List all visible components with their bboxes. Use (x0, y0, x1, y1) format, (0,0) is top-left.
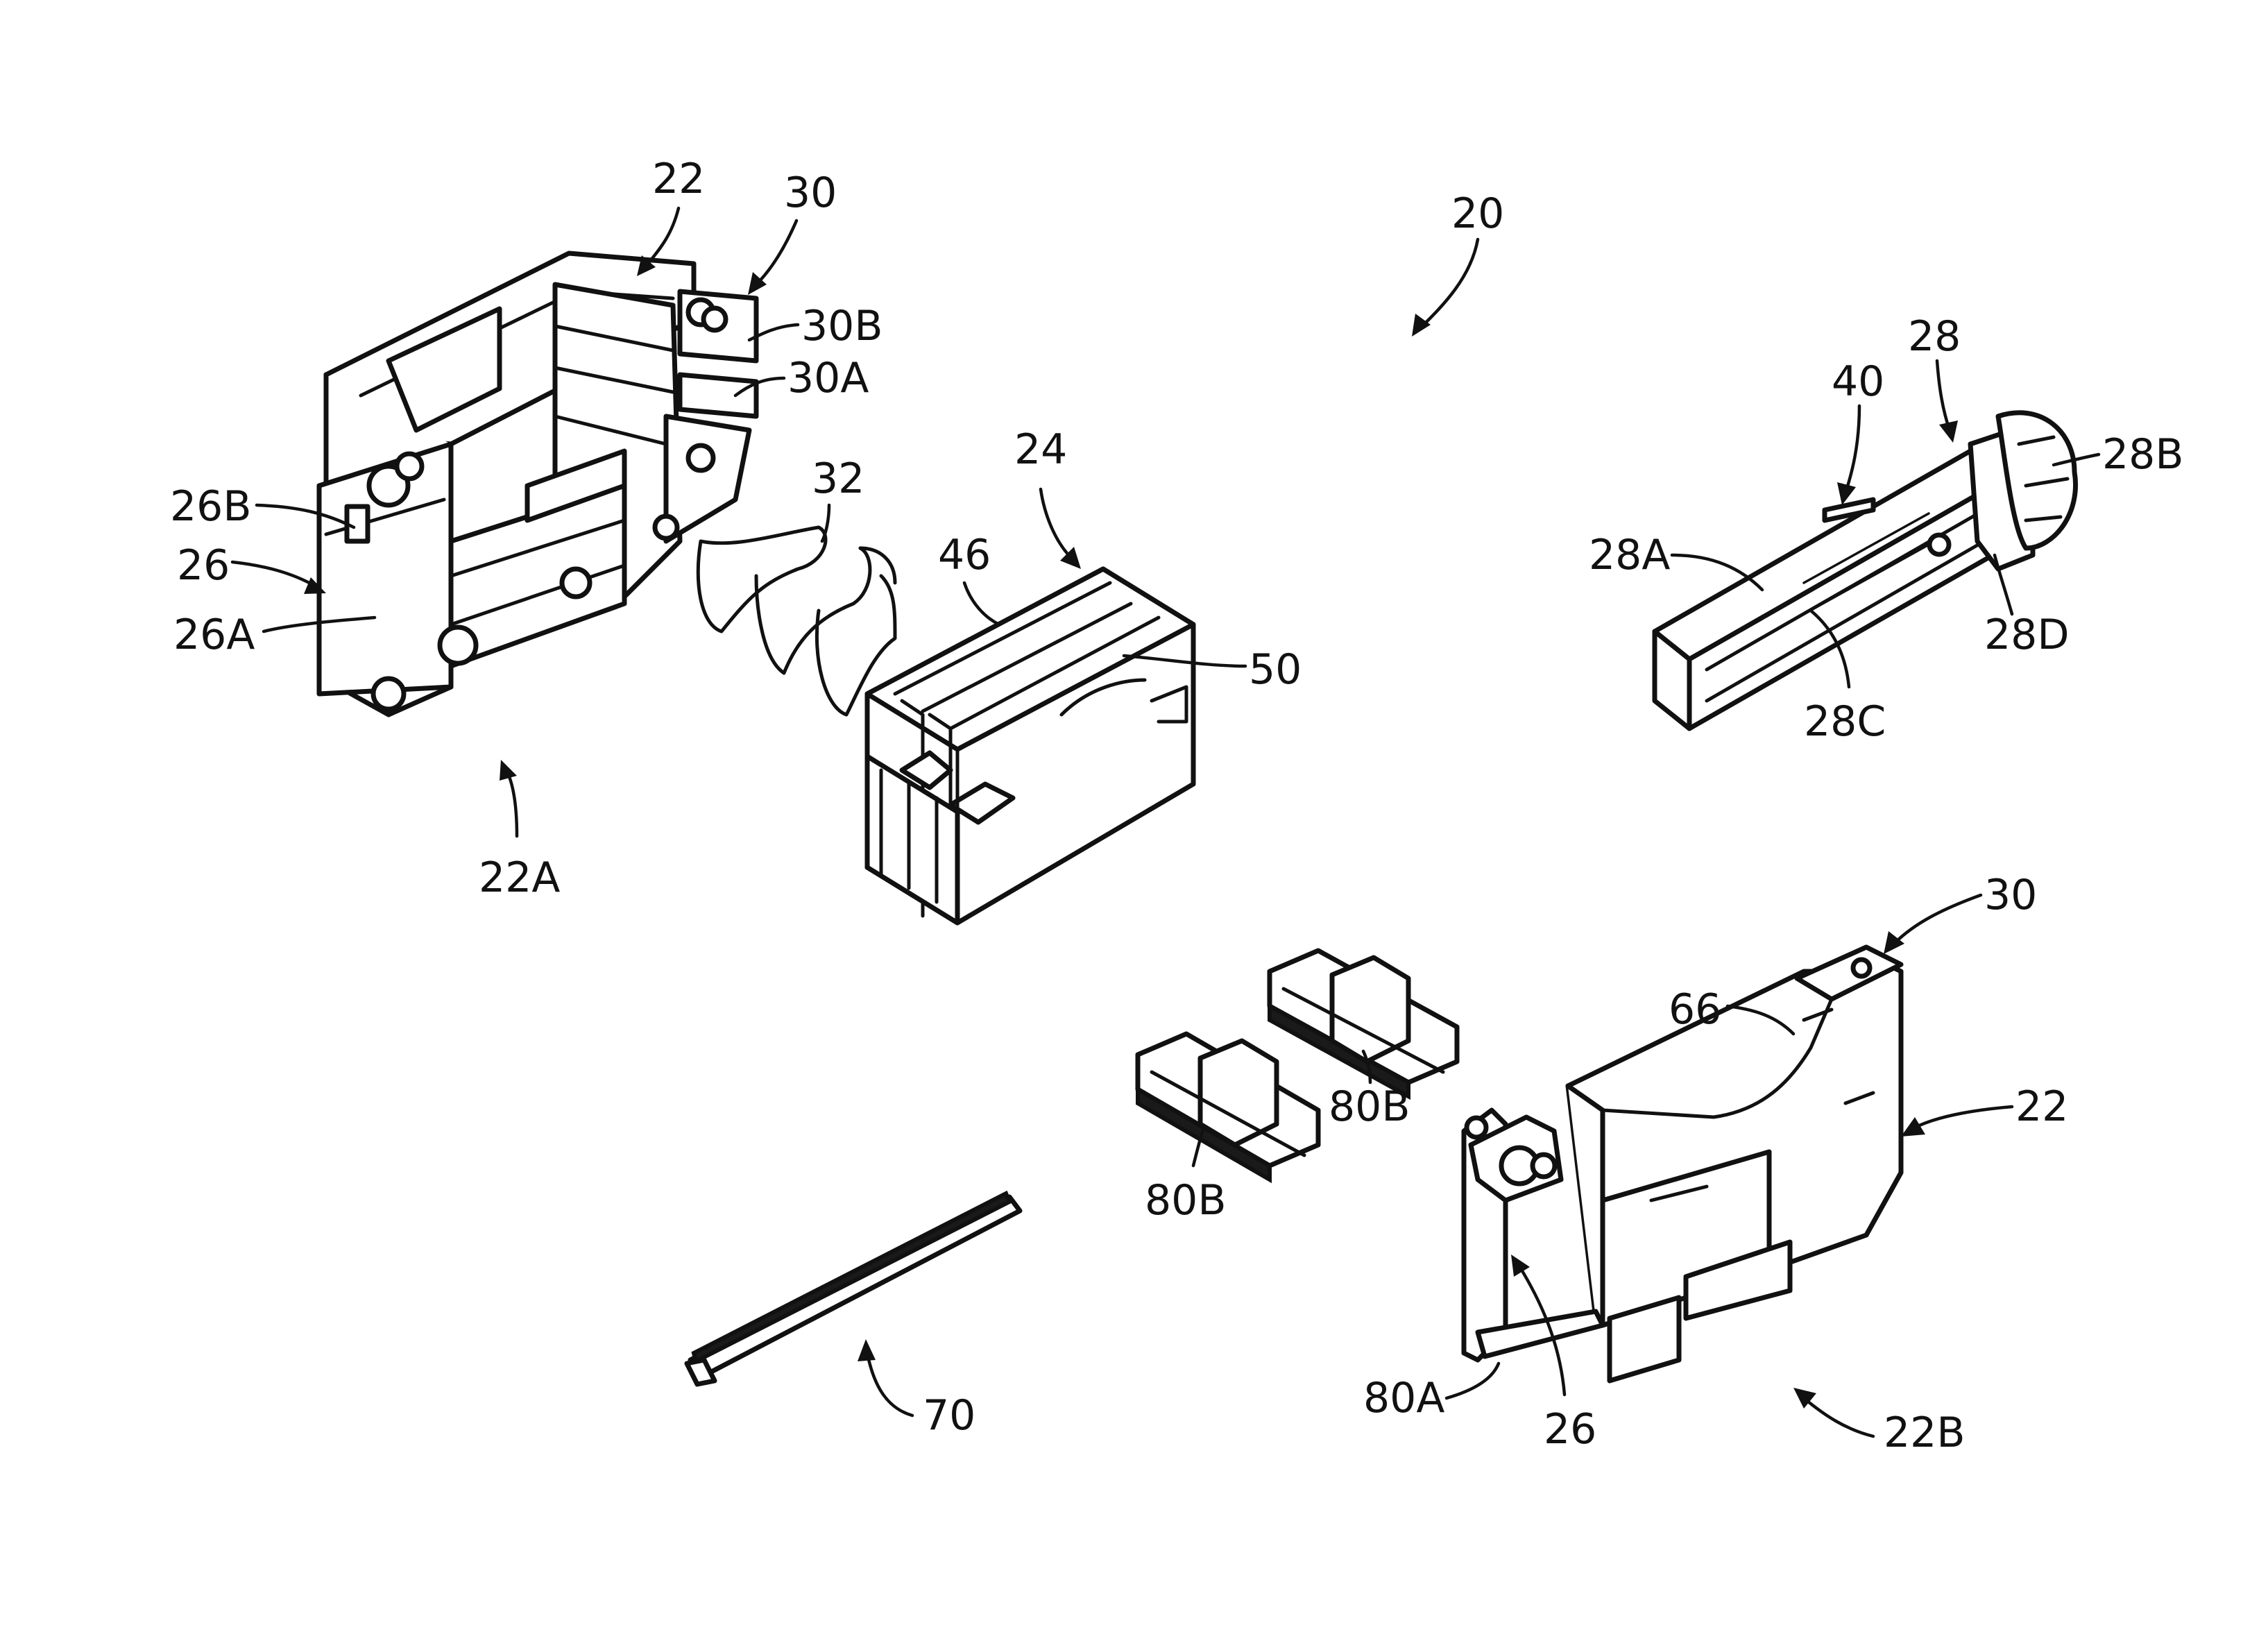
label-22a: 22A (479, 853, 560, 902)
label-80b-lower: 80B (1145, 1176, 1227, 1225)
housing-22a (319, 253, 756, 715)
label-22b: 22B (1884, 1409, 1966, 1457)
label-30a: 30A (787, 354, 869, 402)
label-32: 32 (812, 454, 864, 503)
slider-80b-upper (1270, 951, 1457, 1096)
label-22-right: 22 (2015, 1082, 2068, 1131)
label-20: 20 (1451, 189, 1504, 238)
shaft-28 (1655, 413, 2076, 729)
rail-70 (687, 1193, 1020, 1384)
label-28d: 28D (1984, 611, 2070, 659)
label-28b: 28B (2102, 430, 2184, 479)
label-26a: 26A (173, 611, 255, 659)
label-26-bottom: 26 (1544, 1405, 1596, 1454)
label-24: 24 (1014, 425, 1067, 474)
label-26-left: 26 (177, 541, 230, 590)
label-28: 28 (1908, 312, 1961, 361)
label-80a: 80A (1363, 1374, 1444, 1422)
label-40: 40 (1832, 357, 1884, 406)
label-66: 66 (1669, 985, 1721, 1034)
label-46: 46 (938, 531, 991, 579)
label-26b: 26B (170, 482, 252, 531)
core-body-24 (867, 569, 1193, 923)
label-50: 50 (1249, 645, 1302, 694)
slider-80b-lower (1138, 1034, 1318, 1180)
label-22-top: 22 (652, 155, 705, 203)
label-28a: 28A (1589, 531, 1670, 579)
label-30b: 30B (801, 302, 883, 350)
label-28c: 28C (1804, 697, 1886, 746)
label-70: 70 (923, 1391, 975, 1440)
spring-32 (698, 527, 895, 715)
label-30-top: 30 (784, 169, 837, 217)
label-80b-upper: 80B (1329, 1082, 1410, 1131)
label-30-right: 30 (1984, 871, 2037, 919)
